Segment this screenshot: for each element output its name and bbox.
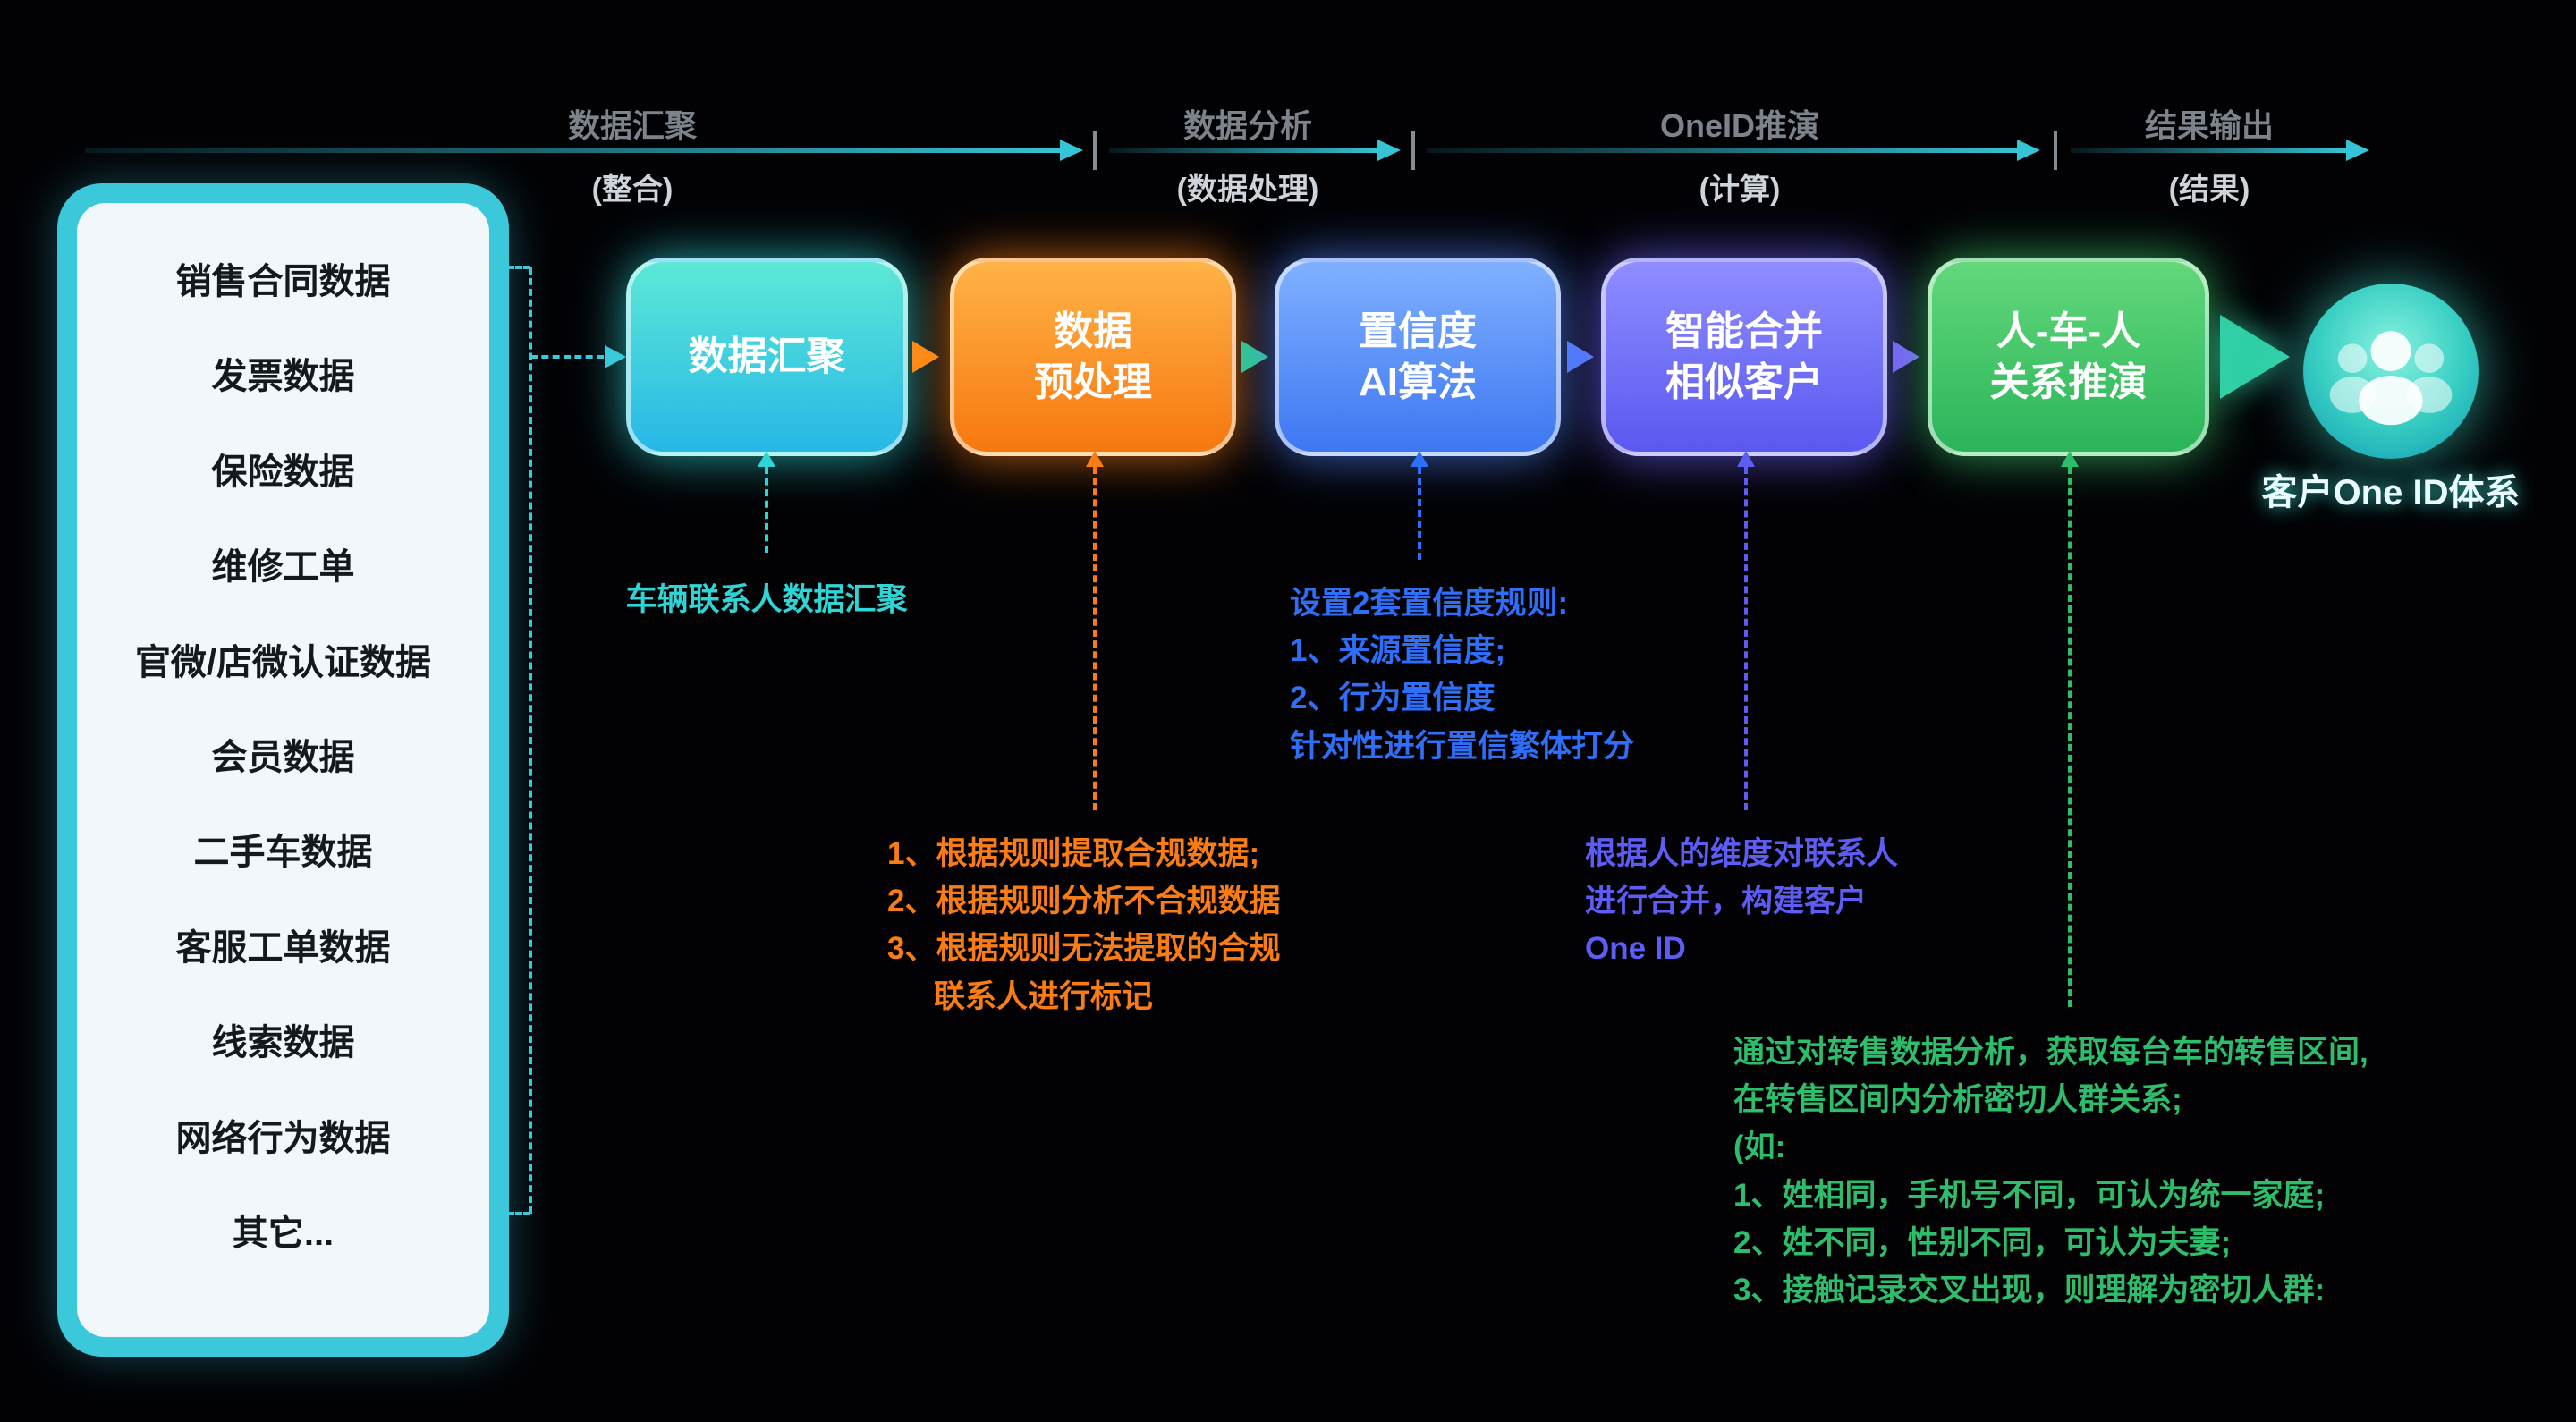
step-label-line: 人-车-人 [1996, 309, 2141, 353]
data-source-item: 保险数据 [211, 452, 355, 492]
result-label: 客户One ID体系 [2261, 473, 2521, 512]
annotation-line: 车辆联系人数据汇聚 [625, 582, 908, 617]
annotation-line: 2、姓不同，性别不同，可认为夫妻; [1733, 1224, 2232, 1260]
annotation-line: 3、根据规则无法提取的合规 [887, 931, 1281, 967]
phase-arrow-icon [85, 140, 1083, 161]
annotation-dashed-arrow [2061, 451, 2079, 1007]
data-sources-panel: 销售合同数据 发票数据 保险数据 维修工单 官微/店微认证数据 会员数据 二手车… [57, 183, 509, 1357]
data-source-item: 官微/店微认证数据 [134, 642, 432, 682]
annotation-line: 1、来源置信度; [1290, 633, 1506, 669]
phase-sub-output: (结果) [2168, 173, 2250, 207]
step-label-line: 智能合并 [1665, 309, 1823, 353]
step-label-line: AI算法 [1359, 360, 1477, 404]
annotation-line: 联系人进行标记 [934, 978, 1154, 1014]
connector-arrowhead-icon [605, 345, 626, 368]
phase-label-output: 结果输出 [2144, 107, 2274, 144]
step-confidence-ai: 置信度 AI算法 [1275, 258, 1561, 456]
data-source-item: 维修工单 [211, 547, 355, 588]
step-label-line: 关系推演 [1989, 360, 2148, 404]
flow-arrow-icon [1893, 341, 1919, 373]
annotation-relation: 通过对转售数据分析，获取每台车的转售区间, 在转售区间内分析密切人群关系; (如… [1733, 1028, 2368, 1314]
annotation-line: 根据人的维度对联系人 [1585, 836, 1899, 871]
annotation-line: 进行合并，构建客户 [1585, 884, 1868, 919]
data-source-item: 线索数据 [211, 1023, 355, 1063]
customers-icon [2303, 284, 2479, 459]
annotation-dashed-arrow [1737, 451, 1755, 810]
data-source-item: 会员数据 [211, 737, 355, 777]
phase-sub-oneid: (计算) [1699, 173, 1781, 207]
phase-arrow-icon [2071, 140, 2369, 161]
annotation-line: 3、接触记录交叉出现，则理解为密切人群: [1733, 1272, 2326, 1308]
phase-label-oneid: OneID推演 [1659, 107, 1819, 144]
phase-divider [1411, 131, 1415, 170]
annotation-dashed-arrow [1086, 451, 1104, 810]
data-source-item: 销售合同数据 [175, 262, 391, 301]
annotation-line: 2、根据规则分析不合规数据 [887, 884, 1281, 919]
step-label-line: 数据 [1054, 309, 1132, 353]
connector-dashed-line [529, 267, 532, 1214]
annotation-preprocess: 1、根据规则提取合规数据; 2、根据规则分析不合规数据 3、根据规则无法提取的合… [887, 830, 1280, 1020]
annotation-aggregation: 车辆联系人数据汇聚 [498, 576, 1035, 623]
annotation-line: 1、姓相同，手机号不同，可认为统一家庭; [1733, 1177, 2326, 1213]
data-source-item: 二手车数据 [193, 833, 373, 873]
flow-arrow-icon [1241, 341, 1268, 373]
step-data-preprocess: 数据 预处理 [950, 258, 1236, 456]
annotation-confidence: 设置2套置信度规则: 1、来源置信度; 2、行为置信度 针对性进行置信繁体打分 [1290, 580, 1634, 770]
phase-arrow-icon [1427, 140, 2040, 161]
annotation-line: 通过对转售数据分析，获取每台车的转售区间, [1733, 1035, 2368, 1070]
annotation-dashed-arrow [758, 451, 775, 553]
flow-arrow-icon [912, 341, 939, 373]
data-source-item: 客服工单数据 [175, 927, 391, 968]
annotation-line: 1、根据规则提取合规数据; [887, 836, 1260, 871]
annotation-line: 设置2套置信度规则: [1290, 586, 1569, 621]
connector-dashed-stub [507, 1212, 530, 1215]
step-label-line: 预处理 [1034, 360, 1152, 404]
step-person-car-relation: 人-车-人 关系推演 [1928, 258, 2209, 456]
phase-label-analysis: 数据分析 [1182, 107, 1312, 144]
phase-sub-aggregation: (整合) [591, 173, 674, 207]
flow-arrow-icon [1567, 341, 1594, 373]
annotation-line: (如: [1733, 1130, 1786, 1165]
phase-label-aggregation: 数据汇聚 [567, 107, 697, 144]
step-label-line: 相似客户 [1665, 360, 1823, 404]
phase-arrow-icon [1109, 140, 1401, 161]
phase-divider [2054, 131, 2057, 170]
data-sources-list: 销售合同数据 发票数据 保险数据 维修工单 官微/店微认证数据 会员数据 二手车… [77, 203, 489, 1337]
data-source-item: 网络行为数据 [175, 1118, 391, 1158]
result-arrow-icon [2220, 315, 2290, 399]
step-label-line: 数据汇聚 [688, 334, 846, 379]
connector-dashed-stub [507, 266, 530, 269]
step-data-aggregation: 数据汇聚 [626, 258, 908, 456]
annotation-merge: 根据人的维度对联系人 进行合并，构建客户 One ID [1585, 830, 1898, 973]
data-source-item: 其它... [232, 1213, 335, 1253]
phase-sub-analysis: (数据处理) [1176, 173, 1319, 207]
phase-divider [1093, 131, 1097, 170]
annotation-line: 在转售区间内分析密切人群关系; [1733, 1082, 2182, 1118]
annotation-line: 2、行为置信度 [1290, 681, 1496, 716]
connector-dashed-arrow [530, 355, 604, 359]
data-source-item: 发票数据 [211, 357, 355, 397]
step-smart-merge: 智能合并 相似客户 [1601, 258, 1887, 456]
annotation-line: 针对性进行置信繁体打分 [1290, 728, 1635, 764]
annotation-dashed-arrow [1411, 451, 1428, 560]
step-label-line: 置信度 [1359, 309, 1477, 353]
annotation-line: One ID [1585, 931, 1686, 967]
